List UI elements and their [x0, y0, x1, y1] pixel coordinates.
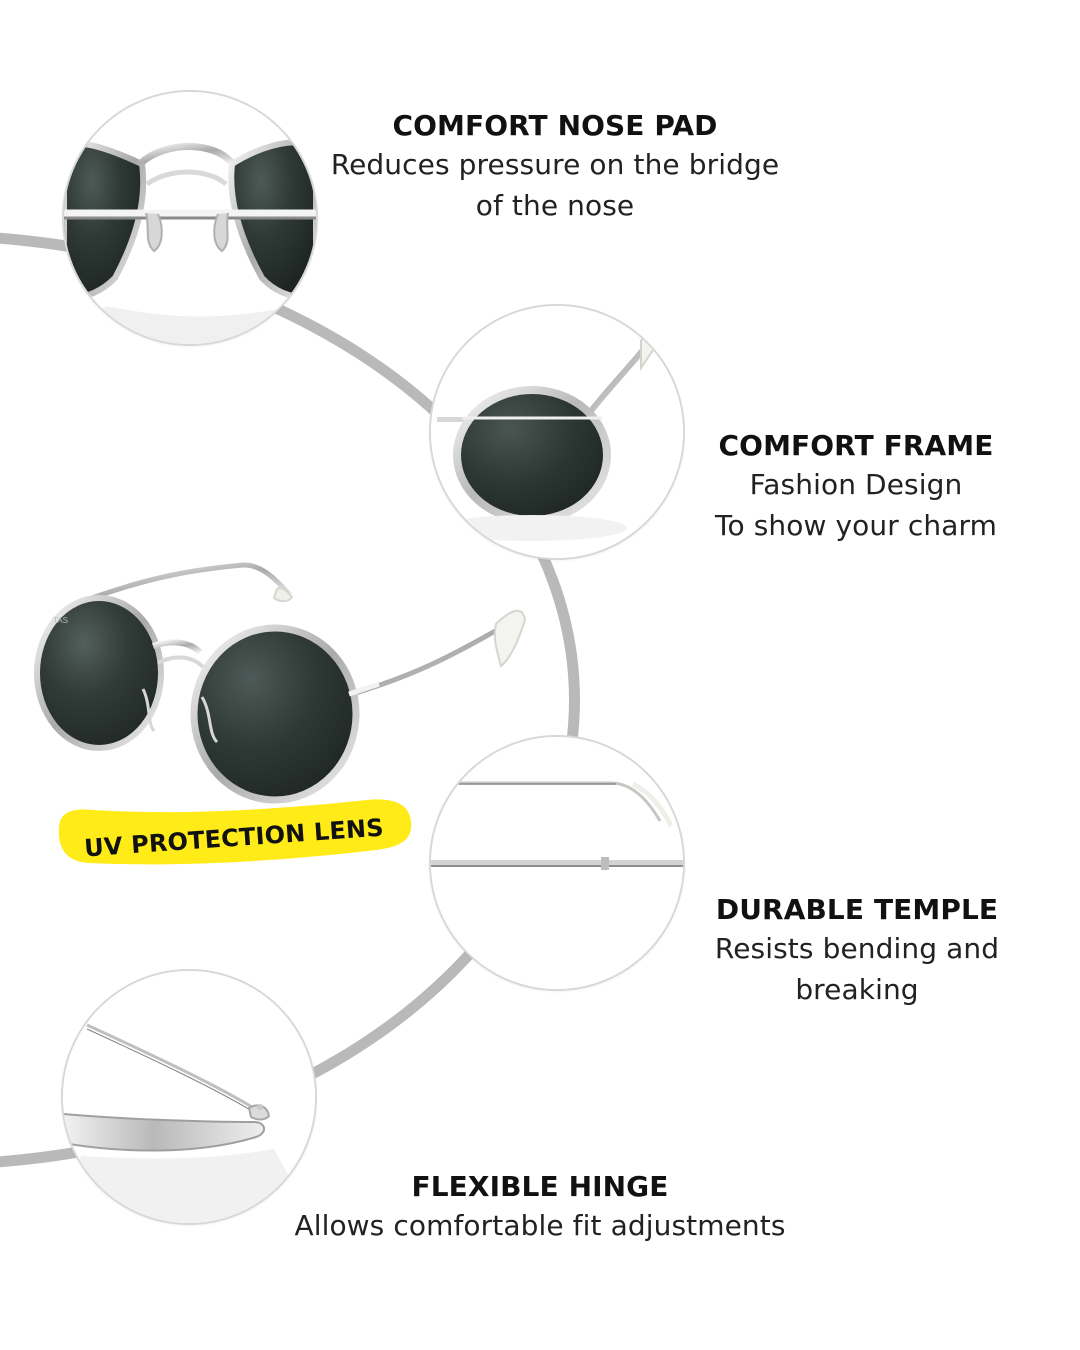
hinge-detail-image	[61, 969, 317, 1225]
feature-temple-caption: DURABLE TEMPLE Resists bending and break…	[704, 892, 1010, 1010]
brand-mark: TAS	[53, 616, 68, 625]
feature-hinge-description: Allows comfortable fit adjustments	[294, 1209, 786, 1242]
feature-temple-title: DURABLE TEMPLE	[715, 893, 999, 926]
feature-hinge-caption: FLEXIBLE HINGE Allows comfortable fit ad…	[280, 1169, 800, 1246]
round-sunglasses-product-image: TAS	[22, 555, 537, 825]
nose-pad-detail-image	[62, 90, 318, 346]
feature-hinge-title: FLEXIBLE HINGE	[411, 1170, 669, 1203]
uv-badge-background	[45, 790, 417, 880]
temple-detail-image	[429, 735, 685, 991]
feature-frame-title: COMFORT FRAME	[718, 429, 994, 462]
feature-temple-description: Resists bending and breaking	[714, 932, 1000, 1006]
feature-frame-description: Fashion Design To show your charm	[715, 468, 997, 542]
frame-detail-image	[429, 304, 685, 560]
feature-nose-pad-description: Reduces pressure on the bridge of the no…	[330, 148, 780, 222]
feature-nose-pad-title: COMFORT NOSE PAD	[392, 109, 718, 142]
feature-nose-pad-caption: COMFORT NOSE PAD Reduces pressure on the…	[322, 108, 788, 226]
feature-frame-caption: COMFORT FRAME Fashion Design To show you…	[700, 428, 1012, 546]
